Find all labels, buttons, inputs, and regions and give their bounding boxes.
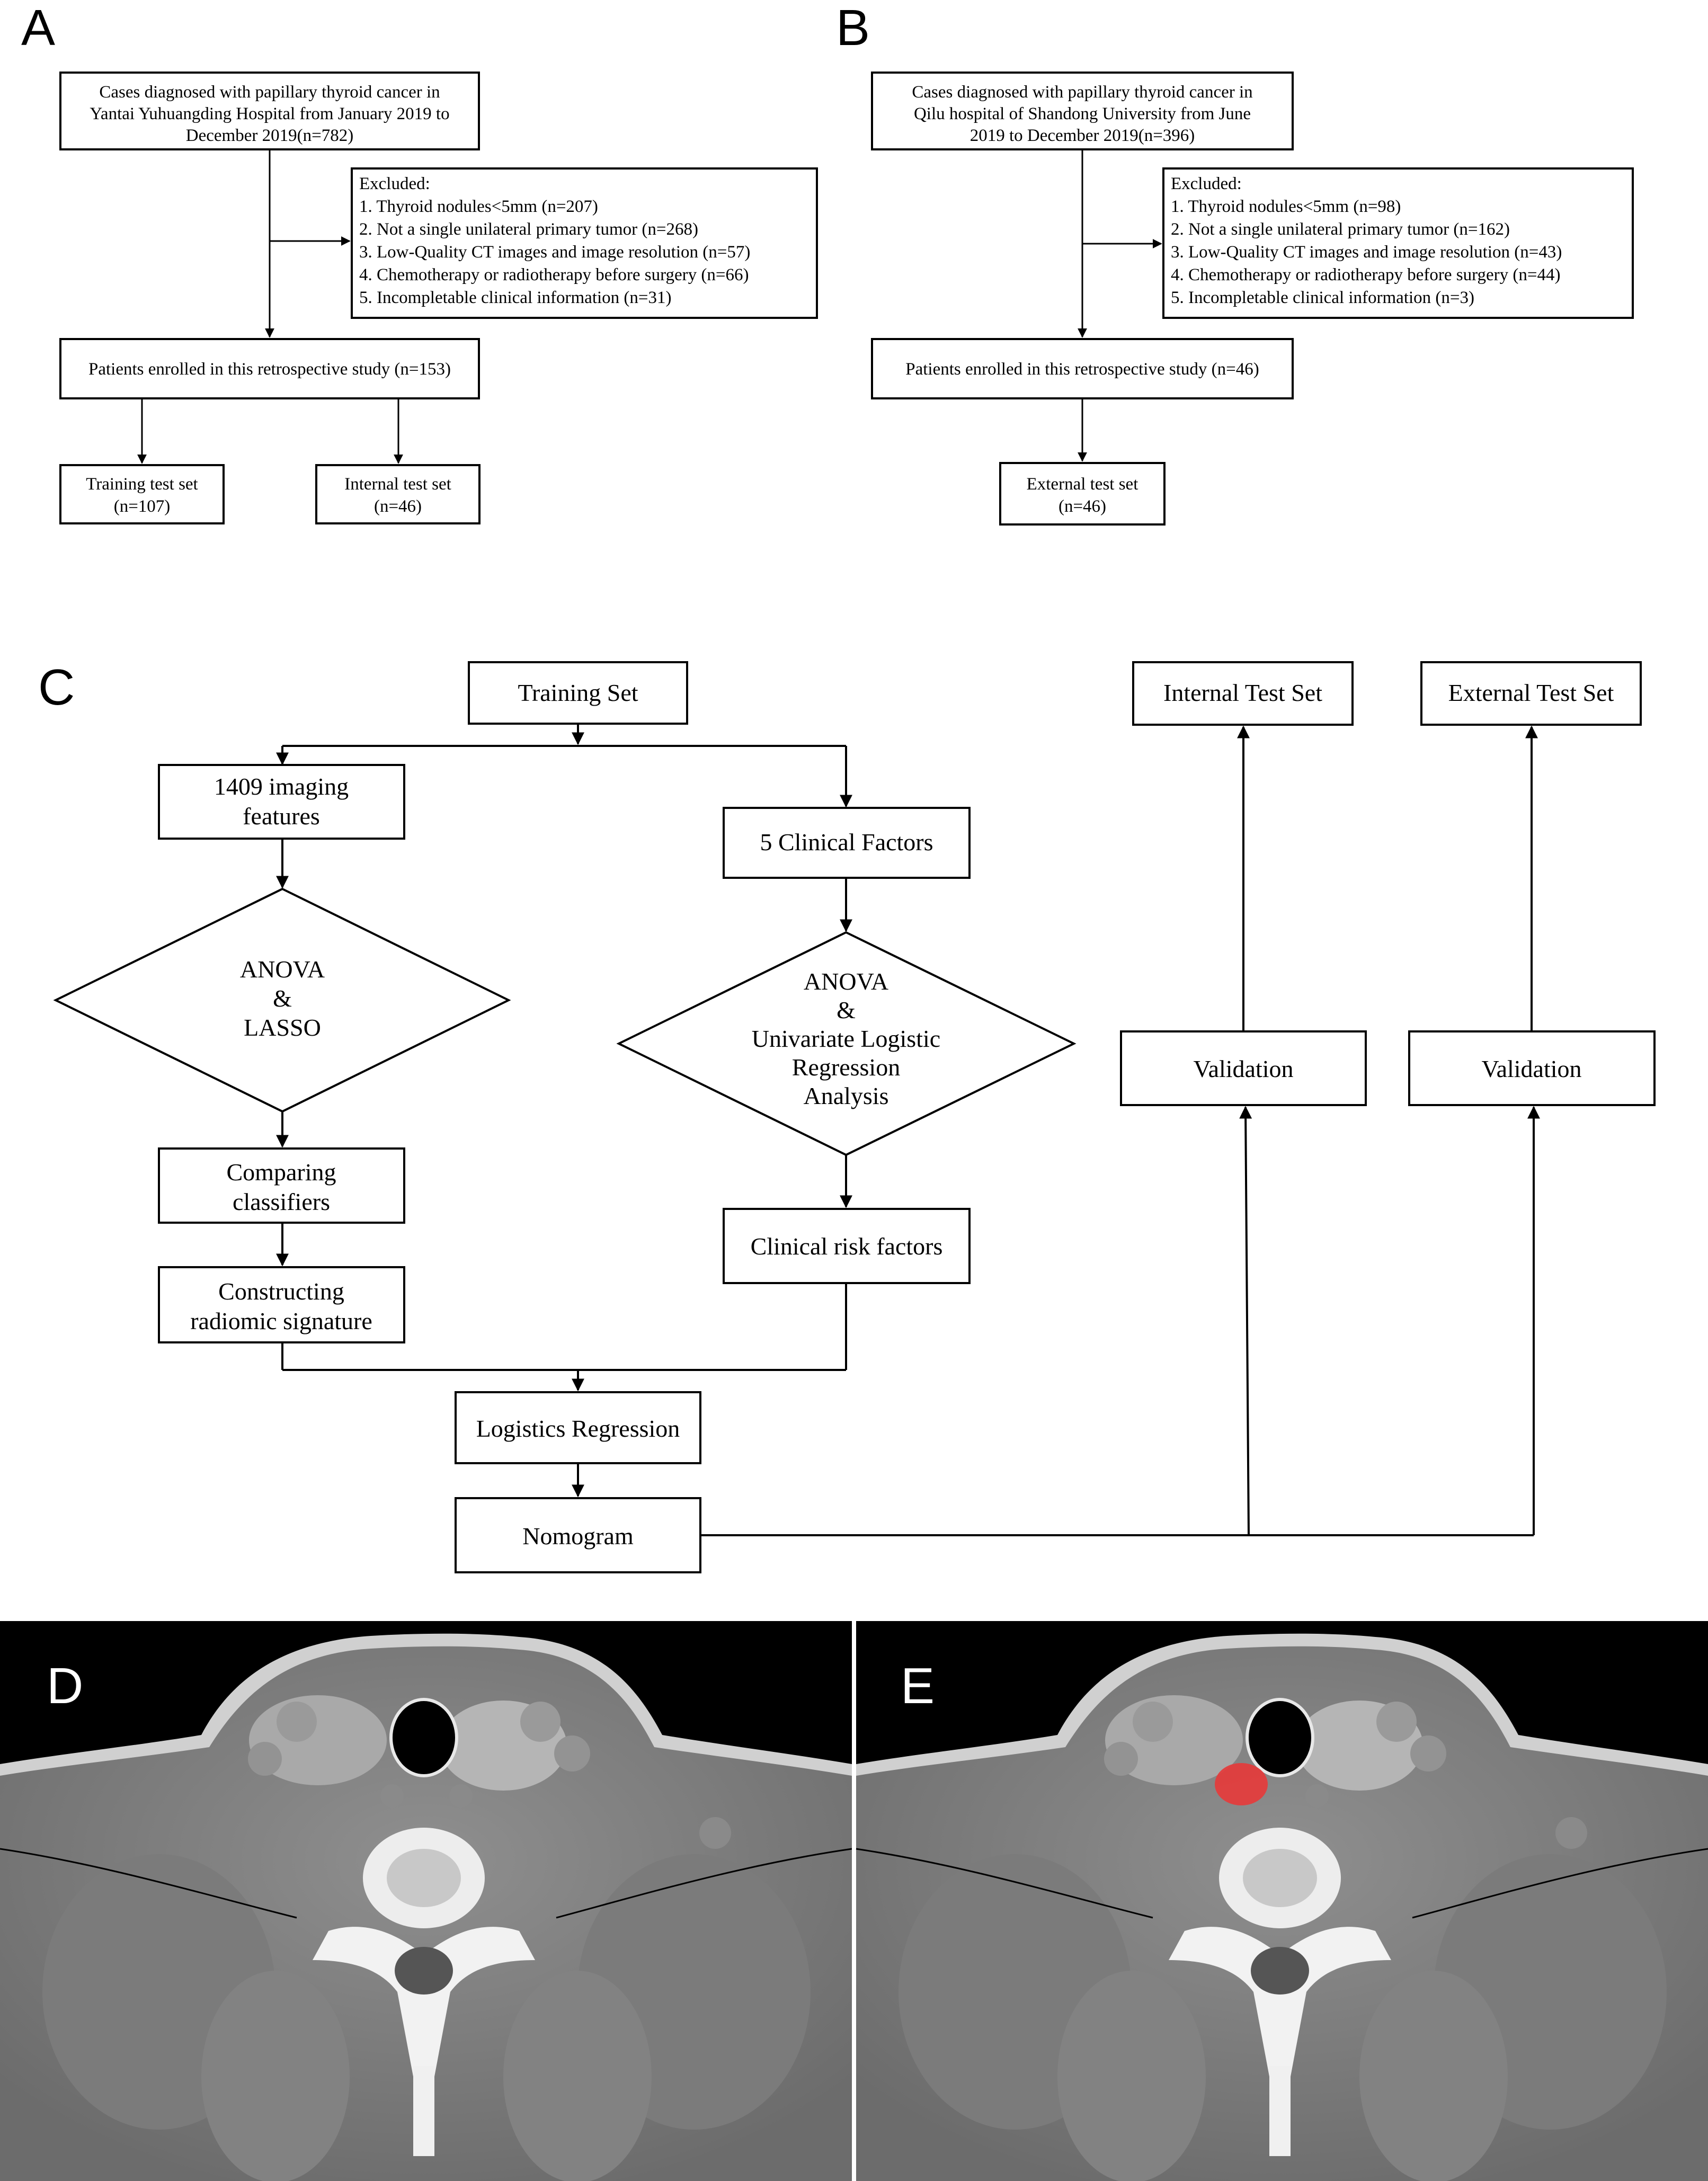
panel-a-flowchart: Cases diagnosed with papillary thyroid c… xyxy=(59,72,818,524)
c-training-set-box xyxy=(468,661,688,725)
c-anova-lasso-line-1: ANOVA xyxy=(240,956,325,983)
c-imaging-line-2: features xyxy=(243,803,320,830)
b-enrolled-box xyxy=(871,338,1294,399)
c-anova-logistic-line-2: & xyxy=(837,996,856,1023)
b-external-line-2: (n=46) xyxy=(1058,497,1106,516)
c-anova-lasso-line-2: & xyxy=(273,985,292,1012)
c-validation-external-text: Validation xyxy=(1481,1055,1581,1082)
a-excluded-item-2: 2. Not a single unilateral primary tumor… xyxy=(359,220,698,239)
b-external-line-1: External test set xyxy=(1027,475,1138,494)
c-comparing-box xyxy=(158,1147,405,1224)
c-anova-logistic-line-1: ANOVA xyxy=(804,968,888,995)
b-excluded-item-4: 4. Chemotherapy or radiotherapy before s… xyxy=(1171,265,1561,284)
a-enrolled-text: Patients enrolled in this retrospective … xyxy=(88,360,451,379)
c-internal-test-text: Internal Test Set xyxy=(1163,679,1322,706)
c-anova-logistic-line-3: Univariate Logistic xyxy=(752,1025,940,1052)
a-excluded-item-3: 3. Low-Quality CT images and image resol… xyxy=(359,243,750,262)
b-excluded-item-2: 2. Not a single unilateral primary tumor… xyxy=(1171,220,1510,239)
a-training-box xyxy=(59,464,225,524)
a-excluded-item-4: 4. Chemotherapy or radiotherapy before s… xyxy=(359,265,749,284)
c-logistics-text: Logistics Regression xyxy=(476,1415,680,1442)
c-comparing-line-1: Comparing xyxy=(227,1159,336,1186)
a-training-line-2: (n=107) xyxy=(114,497,171,516)
c-imaging-line-1: 1409 imaging xyxy=(214,773,349,800)
c-constructing-line-2: radiomic signature xyxy=(190,1307,372,1334)
c-logistics-box xyxy=(455,1391,701,1464)
c-clinical-factors-box xyxy=(723,807,971,879)
panel-label-c: C xyxy=(38,659,75,716)
b-source-line-3: 2019 to December 2019(n=396) xyxy=(970,126,1195,145)
c-internal-test-box xyxy=(1132,661,1354,726)
c-anova-logistic-line-4: Regression xyxy=(792,1054,900,1081)
panel-label-d: D xyxy=(47,1658,83,1714)
c-anova-lasso-line-3: LASSO xyxy=(244,1014,321,1041)
a-source-line-2: Yantai Yuhuangding Hospital from January… xyxy=(90,104,449,123)
panel-label-e: E xyxy=(901,1658,935,1714)
panel-c-flowchart: Training Set 1409 imaging features ANOVA… xyxy=(53,661,1656,1573)
c-validation-internal-text: Validation xyxy=(1193,1055,1293,1082)
c-external-test-text: External Test Set xyxy=(1448,679,1614,706)
panel-label-b: B xyxy=(836,0,870,56)
panel-divider xyxy=(852,1621,856,2181)
c-constructing-box xyxy=(158,1266,405,1343)
c-arrow-validation-internal xyxy=(1239,1106,1252,1536)
b-excluded-item-5: 5. Incompletable clinical information (n… xyxy=(1171,288,1474,307)
a-excluded-item-1: 1. Thyroid nodules<5mm (n=207) xyxy=(359,197,598,216)
segmentation-overlay xyxy=(1215,1763,1268,1805)
c-imaging-box xyxy=(158,764,405,840)
c-clinical-factors-text: 5 Clinical Factors xyxy=(760,829,933,856)
b-enrolled-text: Patients enrolled in this retrospective … xyxy=(905,360,1259,379)
panel-label-a: A xyxy=(21,0,55,56)
a-excluded-box xyxy=(351,167,818,319)
b-excluded-item-1: 1. Thyroid nodules<5mm (n=98) xyxy=(1171,197,1401,216)
c-nomogram-box xyxy=(455,1497,701,1573)
b-source-line-2: Qilu hospital of Shandong University fro… xyxy=(914,104,1251,123)
panel-d-ct-image: D xyxy=(0,1621,852,2181)
c-comparing-line-2: classifiers xyxy=(233,1188,330,1215)
a-training-line-1: Training test set xyxy=(86,475,198,494)
c-nomogram-text: Nomogram xyxy=(522,1523,634,1550)
a-enrolled-box xyxy=(59,338,480,399)
b-excluded-box xyxy=(1162,167,1634,319)
a-source-line-1: Cases diagnosed with papillary thyroid c… xyxy=(99,83,440,102)
a-excluded-item-5: 5. Incompletable clinical information (n… xyxy=(359,288,672,307)
c-external-test-box xyxy=(1420,661,1642,726)
a-excluded-title: Excluded: xyxy=(359,174,430,193)
b-source-line-1: Cases diagnosed with papillary thyroid c… xyxy=(912,83,1252,102)
a-internal-line-2: (n=46) xyxy=(374,497,422,516)
c-anova-logistic-line-5: Analysis xyxy=(804,1082,889,1109)
c-clinical-risk-text: Clinical risk factors xyxy=(751,1233,943,1260)
c-training-set-text: Training Set xyxy=(518,679,638,706)
a-source-line-3: December 2019(n=782) xyxy=(186,126,353,145)
b-excluded-item-3: 3. Low-Quality CT images and image resol… xyxy=(1171,243,1562,262)
a-internal-box xyxy=(315,464,481,524)
b-external-box xyxy=(999,462,1166,526)
c-constructing-line-1: Constructing xyxy=(218,1278,344,1305)
a-source-box xyxy=(59,72,480,150)
a-internal-line-1: Internal test set xyxy=(344,475,451,494)
c-clinical-risk-box xyxy=(723,1208,971,1284)
panel-e-ct-image: E xyxy=(856,1621,1708,2181)
b-excluded-title: Excluded: xyxy=(1171,174,1242,193)
panel-b-flowchart: Cases diagnosed with papillary thyroid c… xyxy=(871,72,1634,526)
b-source-box xyxy=(871,72,1294,150)
